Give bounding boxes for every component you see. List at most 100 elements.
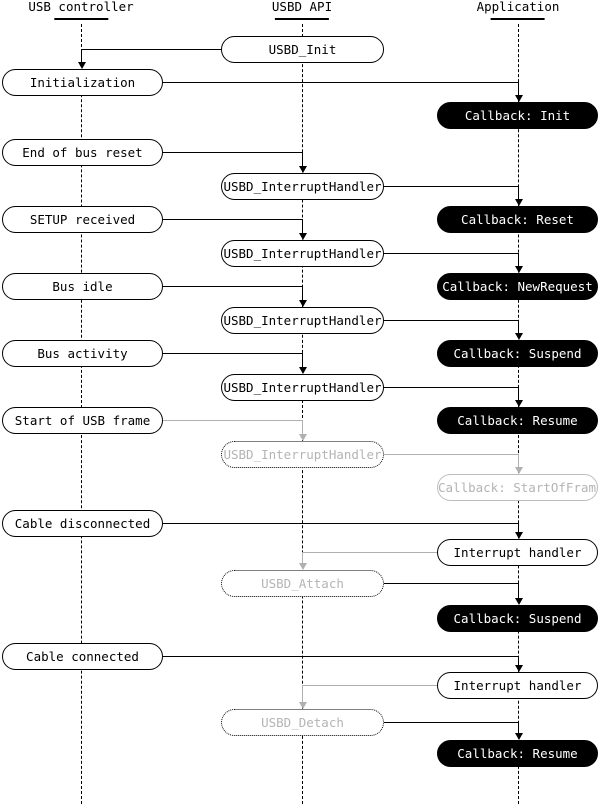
- connector-vertical-c-busactivity-to-ih4: [302, 353, 303, 368]
- node-label: USBD_Attach: [261, 576, 344, 591]
- node-label: USBD_Init: [268, 42, 337, 57]
- node-usbd-attach[interactable]: USBD_Attach: [221, 570, 384, 597]
- connector-vertical-c-inth-b-to-detach: [302, 685, 303, 703]
- node-cable-disconnected[interactable]: Cable disconnected: [2, 510, 163, 537]
- arrowhead-c-setup-to-ih2: [298, 233, 307, 240]
- connector-vertical-c-connect-to-inth-b: [518, 656, 519, 666]
- node-interrupt-handler-5[interactable]: USBD_InterruptHandler: [221, 441, 384, 468]
- connector-vertical-c-ih1-to-cbreset: [518, 186, 519, 200]
- node-callback-resume-1[interactable]: Callback: Resume: [437, 407, 598, 434]
- arrowhead-c-inth-a-to-attach: [298, 563, 307, 570]
- connector-vertical-c-ih4-to-cbresume: [518, 387, 519, 401]
- connector-vertical-c-ih2-to-cbnewreq: [518, 253, 519, 267]
- node-label: USBD_InterruptHandler: [223, 313, 382, 328]
- arrowhead-c-ih3-to-cbsuspend: [514, 333, 523, 340]
- arrowhead-c-ih5-to-cbsof: [514, 467, 523, 474]
- connector-horizontal-c-init-to-ctrl: [81, 49, 221, 50]
- connector-vertical-c-attach-to-cbsuspend: [518, 583, 519, 599]
- node-label: USBD_InterruptHandler: [223, 179, 382, 194]
- node-callback-reset[interactable]: Callback: Reset: [437, 206, 598, 233]
- node-label: USBD_Detach: [261, 715, 344, 730]
- connector-horizontal-c-connect-to-inth-b: [163, 656, 518, 657]
- node-label: Interrupt handler: [453, 678, 582, 693]
- node-interrupt-handler-2[interactable]: USBD_InterruptHandler: [221, 240, 384, 267]
- arrowhead-c-ih1-to-cbreset: [514, 199, 523, 206]
- connector-horizontal-c-attach-to-cbsuspend: [384, 583, 518, 584]
- node-callback-suspend-2[interactable]: Callback: Suspend: [437, 605, 598, 632]
- node-interrupt-handler-b[interactable]: Interrupt handler: [437, 672, 598, 699]
- node-label: Bus activity: [37, 346, 128, 361]
- arrowhead-c-init-to-ctrl: [77, 62, 86, 69]
- node-label: Callback: Reset: [461, 212, 574, 227]
- node-start-of-usb-frame[interactable]: Start of USB frame: [2, 407, 163, 434]
- column-header-application: Application: [476, 0, 560, 20]
- node-label: End of bus reset: [22, 145, 143, 160]
- node-setup-received[interactable]: SETUP received: [2, 206, 163, 233]
- node-end-of-bus-reset[interactable]: End of bus reset: [2, 139, 163, 166]
- connector-vertical-c-setup-to-ih2: [302, 219, 303, 234]
- node-interrupt-handler-3[interactable]: USBD_InterruptHandler: [221, 307, 384, 334]
- node-label: Start of USB frame: [14, 413, 151, 428]
- arrowhead-c-inth-b-to-detach: [298, 702, 307, 709]
- column-header-label: USBD API: [271, 0, 333, 14]
- connector-horizontal-c-busreset-to-ih1: [163, 152, 302, 153]
- connector-horizontal-c-busactivity-to-ih4: [163, 353, 302, 354]
- node-cable-connected[interactable]: Cable connected: [2, 643, 163, 670]
- column-header-label: USB controller: [28, 0, 134, 14]
- node-label: Callback: Resume: [457, 746, 578, 761]
- node-callback-resume-2[interactable]: Callback: Resume: [437, 740, 598, 767]
- node-interrupt-handler-a[interactable]: Interrupt handler: [437, 539, 598, 566]
- node-initialization[interactable]: Initialization: [2, 69, 163, 96]
- node-interrupt-handler-4[interactable]: USBD_InterruptHandler: [221, 374, 384, 401]
- connector-vertical-c-init-to-ctrl: [81, 49, 82, 63]
- node-label: Callback: StartOfFrame: [438, 480, 598, 495]
- column-header-underline: [490, 18, 545, 20]
- node-label: Callback: Suspend: [453, 346, 582, 361]
- connector-vertical-c-detach-to-cbresume: [518, 722, 519, 734]
- column-header-label: Application: [476, 0, 560, 14]
- node-callback-suspend-1[interactable]: Callback: Suspend: [437, 340, 598, 367]
- connector-horizontal-c-ctrl-to-cbinit: [163, 82, 518, 83]
- node-label: Cable connected: [26, 649, 139, 664]
- arrowhead-c-attach-to-cbsuspend: [514, 598, 523, 605]
- connector-horizontal-c-inth-b-to-detach: [302, 685, 437, 686]
- connector-horizontal-c-ih3-to-cbsuspend: [384, 320, 518, 321]
- connector-vertical-c-ih3-to-cbsuspend: [518, 320, 519, 334]
- node-label: Callback: NewRequest: [442, 279, 593, 294]
- node-bus-idle[interactable]: Bus idle: [2, 273, 163, 300]
- node-callback-init[interactable]: Callback: Init: [437, 102, 598, 129]
- lifeline-usbd-api: [302, 24, 303, 804]
- arrowhead-c-detach-to-cbresume: [514, 733, 523, 740]
- connector-horizontal-c-setup-to-ih2: [163, 219, 302, 220]
- node-bus-activity[interactable]: Bus activity: [2, 340, 163, 367]
- connector-horizontal-c-sof-to-ih5: [163, 420, 302, 421]
- arrowhead-c-disconnect-to-inth-a: [514, 532, 523, 539]
- connector-vertical-c-sof-to-ih5: [302, 420, 303, 435]
- connector-horizontal-c-ih5-to-cbsof: [384, 454, 518, 455]
- node-label: USBD_InterruptHandler: [223, 447, 382, 462]
- arrowhead-c-busreset-to-ih1: [298, 166, 307, 173]
- node-label: USBD_InterruptHandler: [223, 380, 382, 395]
- node-interrupt-handler-1[interactable]: USBD_InterruptHandler: [221, 173, 384, 200]
- node-usbd-init[interactable]: USBD_Init: [221, 36, 384, 63]
- node-callback-startofframe[interactable]: Callback: StartOfFrame: [437, 474, 598, 501]
- arrowhead-c-busactivity-to-ih4: [298, 367, 307, 374]
- node-label: USBD_InterruptHandler: [223, 246, 382, 261]
- node-label: SETUP received: [29, 212, 136, 227]
- arrowhead-c-ih2-to-cbnewreq: [514, 266, 523, 273]
- connector-vertical-c-ih5-to-cbsof: [518, 454, 519, 468]
- node-usbd-detach[interactable]: USBD_Detach: [221, 709, 384, 736]
- column-header-underline: [275, 18, 329, 20]
- connector-horizontal-c-ih1-to-cbreset: [384, 186, 518, 187]
- connector-vertical-c-disconnect-to-inth-a: [518, 523, 519, 533]
- connector-vertical-c-busreset-to-ih1: [302, 152, 303, 167]
- connector-horizontal-c-detach-to-cbresume: [384, 722, 518, 723]
- node-label: Callback: Suspend: [453, 611, 582, 626]
- arrowhead-c-connect-to-inth-b: [514, 665, 523, 672]
- node-label: Callback: Resume: [457, 413, 578, 428]
- column-header-underline: [53, 18, 108, 20]
- node-label: Callback: Init: [464, 108, 571, 123]
- arrowhead-c-ih4-to-cbresume: [514, 400, 523, 407]
- node-callback-newrequest[interactable]: Callback: NewRequest: [437, 273, 598, 300]
